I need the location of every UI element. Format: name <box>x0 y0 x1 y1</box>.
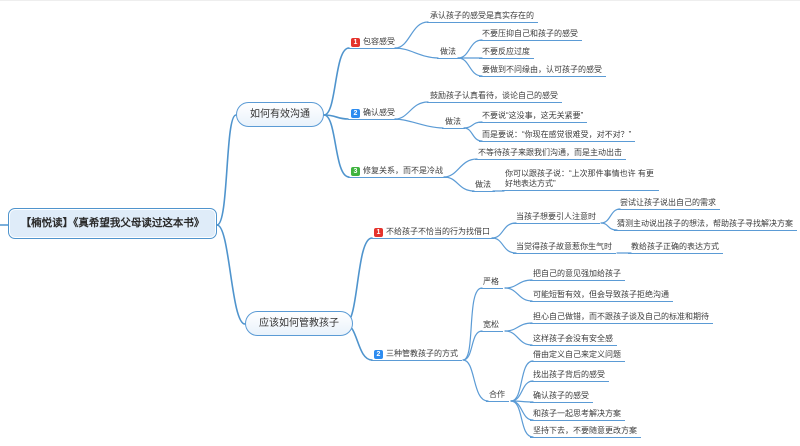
leaf-label: 和孩子一起思考解决方案 <box>533 409 621 418</box>
label-strict[interactable]: 严格 <box>480 276 503 289</box>
leaf-take-initiative[interactable]: 不等待孩子来跟我们沟通，而是主动出击 <box>475 147 626 160</box>
leaf-label: 做法 <box>475 180 491 189</box>
leaf-acknowledge-feelings[interactable]: 承认孩子的感受是真实存在的 <box>427 10 538 23</box>
leaf-afraid-of-mistakes[interactable]: 担心自己做错，而不跟孩子谈及自己的标准和期待 <box>530 311 713 324</box>
leaf-impose-opinions[interactable]: 把自己的意见强加给孩子 <box>530 268 625 281</box>
leaf-label: 担心自己做错，而不跟孩子谈及自己的标准和期待 <box>533 312 709 321</box>
leaf-label: 把自己的意见强加给孩子 <box>533 269 621 278</box>
leaf-label: 鼓励孩子认真看待，谈论自己的感受 <box>430 91 558 100</box>
leaf-label: 不要压抑自己和孩子的感受 <box>482 29 578 38</box>
priority-1-icon: 1 <box>351 37 360 47</box>
subtopic-label: 三种管教孩子的方式 <box>386 349 458 358</box>
topic-how-to-discipline[interactable]: 应该如何管教孩子 <box>245 311 353 336</box>
leaf-label: 当孩子想要引人注意时 <box>516 212 596 221</box>
label-method-1[interactable]: 做法 <box>437 46 460 59</box>
leaf-accept-without-asking[interactable]: 要做到不问缘由，认可孩子的感受 <box>479 64 606 77</box>
leaf-label-line2: 有更好地表达方式” <box>505 169 654 188</box>
central-topic[interactable]: 【楠悦读】《真希望我父母读过这本书》 <box>8 208 217 239</box>
label-makes-you-angry[interactable]: 当觉得孩子故意惹你生气时 <box>513 241 616 254</box>
leaf-encourage-talk[interactable]: 鼓励孩子认真看待，谈论自己的感受 <box>427 90 562 103</box>
leaf-define-problem[interactable]: 借由定义自己来定义问题 <box>530 349 625 362</box>
leaf-label: 坚持下去，不要随意更改方案 <box>533 426 637 435</box>
label-cooperative[interactable]: 合作 <box>486 389 509 402</box>
leaf-label: 而是要说：“你现在感觉很难受，对不对？” <box>482 130 632 139</box>
subtopic-label: 修复关系，而不是冷战 <box>363 166 443 175</box>
subtopic-label: 不给孩子不恰当的行为找借口 <box>386 227 490 236</box>
leaf-label: 做法 <box>440 47 456 56</box>
leaf-dont-overreact[interactable]: 不要反应过度 <box>479 46 534 59</box>
leaf-let-child-state-needs[interactable]: 尝试让孩子说出自己的需求 <box>617 197 720 210</box>
leaf-label: 当觉得孩子故意惹你生气时 <box>516 242 612 251</box>
leaf-confirm-child-feelings[interactable]: 确认孩子的感受 <box>530 390 593 403</box>
topic-effective-communication[interactable]: 如何有效沟通 <box>236 102 324 127</box>
leaf-label: 不要说“这没事，这无关紧要” <box>482 111 584 120</box>
topic-label: 应该如何管教孩子 <box>259 318 339 329</box>
label-method-3[interactable]: 做法 <box>472 179 495 192</box>
leaf-label: 宽松 <box>483 320 499 329</box>
leaf-short-term-effective[interactable]: 可能短暂有效，但会导致孩子拒绝沟通 <box>530 289 673 302</box>
leaf-label: 做法 <box>445 117 461 126</box>
leaf-dont-suppress[interactable]: 不要压抑自己和孩子的感受 <box>479 28 582 41</box>
leaf-label: 合作 <box>489 390 505 399</box>
label-method-2[interactable]: 做法 <box>442 116 465 129</box>
leaf-label: 借由定义自己来定义问题 <box>533 350 621 359</box>
priority-2-icon: 2 <box>351 108 360 118</box>
leaf-label: 这样孩子会没有安全感 <box>533 334 613 343</box>
leaf-teach-correct-expression[interactable]: 教给孩子正确的表达方式 <box>628 241 723 254</box>
central-topic-label: 【楠悦读】《真希望我父母读过这本书》 <box>20 217 205 229</box>
subtopic-label: 确认感受 <box>363 108 395 117</box>
leaf-say-better-expression[interactable]: 你可以跟孩子说：“上次那件事情也许 有更好地表达方式” <box>502 169 659 191</box>
leaf-label-line1: 你可以跟孩子说：“上次那件事情也许 <box>505 169 636 178</box>
subtopic-label: 包容感受 <box>363 37 395 46</box>
leaf-stick-to-plan[interactable]: 坚持下去，不要随意更改方案 <box>530 425 641 438</box>
leaf-label: 严格 <box>483 277 499 286</box>
leaf-label: 不要反应过度 <box>482 47 530 56</box>
leaf-label: 承认孩子的感受是真实存在的 <box>430 11 534 20</box>
leaf-label: 要做到不问缘由，认可孩子的感受 <box>482 65 602 74</box>
label-wants-attention[interactable]: 当孩子想要引人注意时 <box>513 211 600 224</box>
leaf-label: 找出孩子背后的感受 <box>533 370 605 379</box>
leaf-label: 不等待孩子来跟我们沟通，而是主动出击 <box>478 148 622 157</box>
leaf-label: 确认孩子的感受 <box>533 391 589 400</box>
label-lenient[interactable]: 宽松 <box>480 319 503 332</box>
leaf-label: 教给孩子正确的表达方式 <box>631 242 719 251</box>
leaf-label: 猜测主动说出孩子的想法，帮助孩子寻找解决方案 <box>617 219 793 228</box>
leaf-say-you-feel-bad[interactable]: 而是要说：“你现在感觉很难受，对不对？” <box>479 129 636 142</box>
priority-1-icon: 1 <box>374 227 383 237</box>
leaf-label: 尝试让孩子说出自己的需求 <box>620 198 716 207</box>
leaf-guess-and-help[interactable]: 猜测主动说出孩子的想法，帮助孩子寻找解决方案 <box>614 218 797 231</box>
leaf-think-solutions-together[interactable]: 和孩子一起思考解决方案 <box>530 408 625 421</box>
leaf-label: 可能短暂有效，但会导致孩子拒绝沟通 <box>533 290 669 299</box>
topic-label: 如何有效沟通 <box>250 109 310 120</box>
leaf-find-hidden-feelings[interactable]: 找出孩子背后的感受 <box>530 369 609 382</box>
leaf-no-security[interactable]: 这样孩子会没有安全感 <box>530 333 617 346</box>
priority-2-icon: 2 <box>374 349 383 359</box>
leaf-dont-say-no-matter[interactable]: 不要说“这没事，这无关紧要” <box>479 110 588 123</box>
priority-3-icon: 3 <box>351 166 360 176</box>
